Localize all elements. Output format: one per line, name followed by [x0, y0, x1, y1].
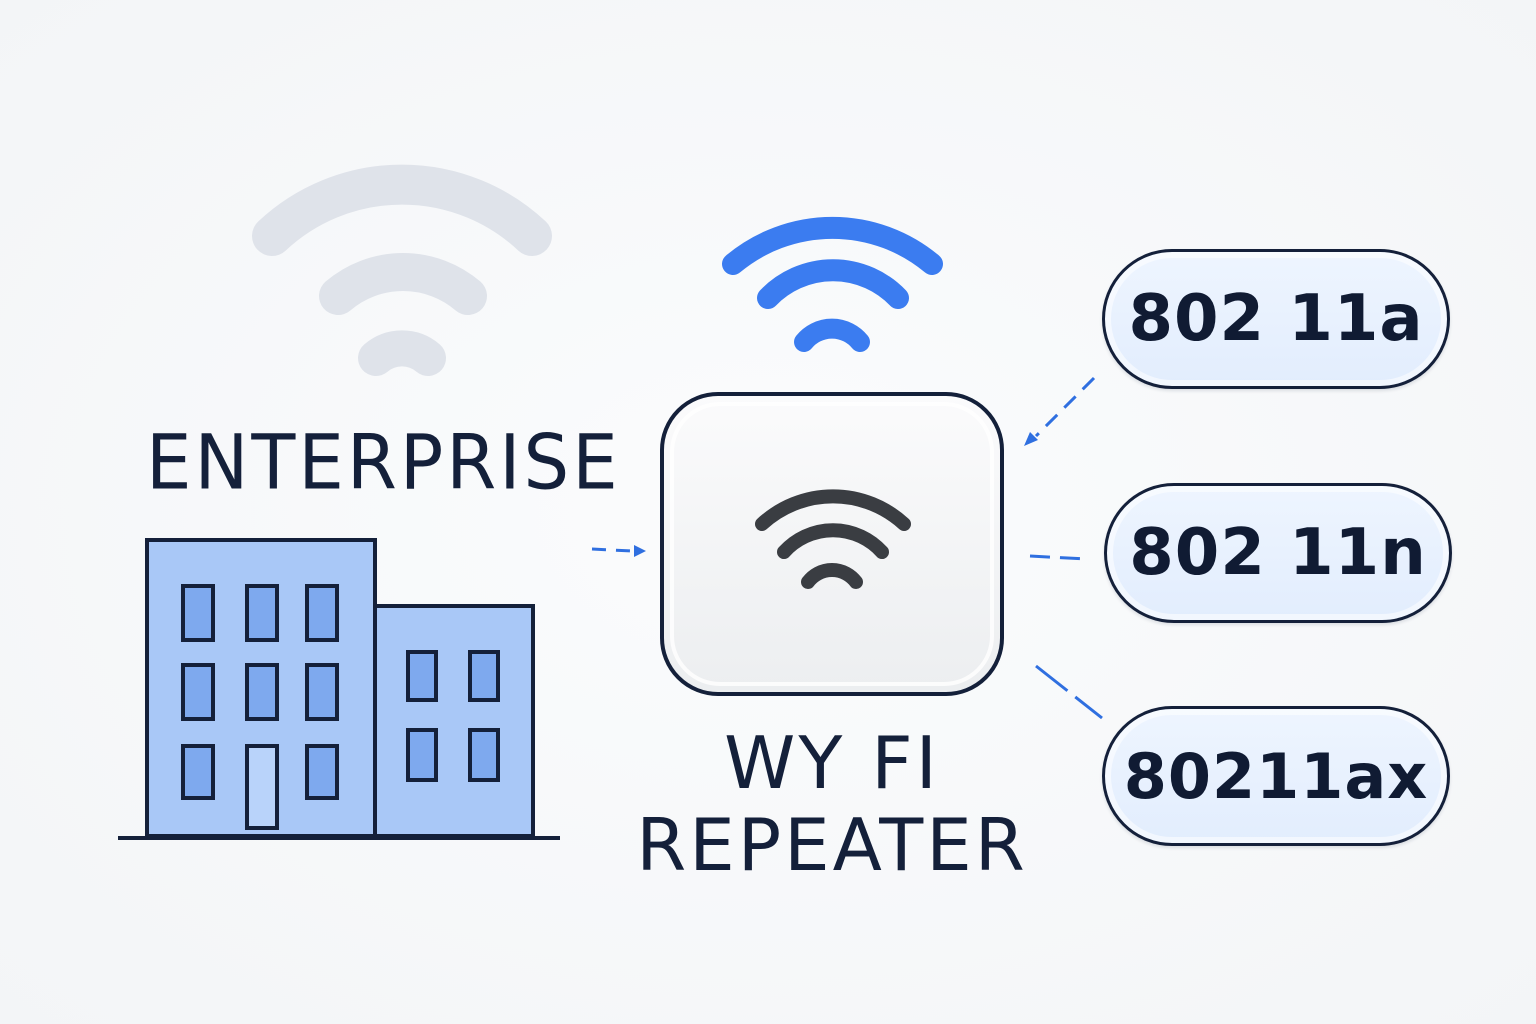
standard-label: 80211ax [1123, 739, 1429, 813]
device-wifi-icon [755, 489, 911, 589]
connector-repeater-to-11n [1029, 554, 1087, 561]
repeater-label: WY FI REPEATER [612, 722, 1052, 886]
repeater-signal-wifi-icon [722, 216, 943, 352]
repeater-label-line1: WY FI [724, 721, 940, 805]
standard-pill-11n: 802 11n [1104, 483, 1452, 623]
standard-pill-11ax: 80211ax [1102, 706, 1450, 846]
connector-repeater-to-11ax [1035, 664, 1103, 720]
building-icon [145, 538, 535, 838]
enterprise-label: ENTERPRISE [146, 418, 621, 507]
background-wifi-icon [252, 164, 552, 376]
standard-label: 802 11a [1128, 282, 1424, 356]
standard-pill-11a: 802 11a [1102, 249, 1450, 389]
connector-11a-to-repeater [1024, 376, 1096, 446]
repeater-device [660, 392, 1004, 696]
repeater-label-line2: REPEATER [636, 803, 1028, 887]
connector-enterprise-to-repeater [591, 545, 646, 557]
standard-label: 802 11n [1129, 516, 1427, 590]
